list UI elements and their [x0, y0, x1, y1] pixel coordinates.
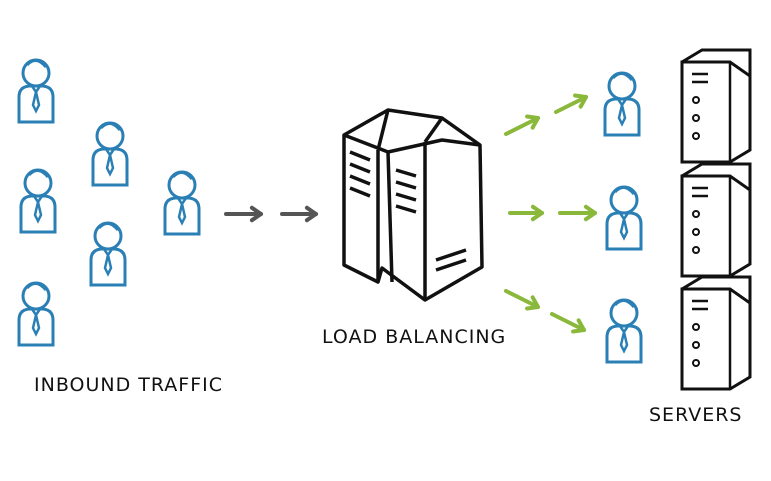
arrow-icon	[504, 289, 540, 311]
server-row	[603, 48, 752, 164]
server-icon	[680, 162, 752, 278]
server-row	[605, 162, 752, 278]
person-icon	[17, 58, 55, 124]
person-icon	[605, 298, 643, 364]
load-balancer-icon	[342, 108, 484, 302]
arrow-icon	[224, 205, 263, 223]
arrow-icon	[280, 205, 318, 223]
arrow-icon	[558, 204, 597, 222]
arrow-icon	[550, 312, 586, 334]
inbound-users	[17, 58, 201, 347]
server-row	[605, 275, 752, 391]
server-icon	[680, 275, 752, 391]
arrow-icon	[554, 93, 588, 114]
inbound-arrows	[224, 205, 318, 223]
person-icon	[17, 281, 55, 347]
person-icon	[19, 168, 57, 234]
servers	[603, 48, 752, 391]
inbound-traffic-label: INBOUND TRAFFIC	[34, 374, 224, 396]
server-icon	[680, 48, 752, 164]
person-icon	[163, 170, 201, 236]
person-icon	[91, 121, 129, 187]
person-icon	[89, 221, 127, 287]
arrow-icon	[504, 114, 540, 136]
outbound-arrows	[504, 93, 597, 334]
person-icon	[605, 185, 643, 251]
servers-label: SERVERS	[649, 404, 743, 426]
load-balancing-label: LOAD BALANCING	[322, 326, 507, 348]
person-icon	[603, 71, 641, 137]
arrow-icon	[508, 204, 544, 222]
